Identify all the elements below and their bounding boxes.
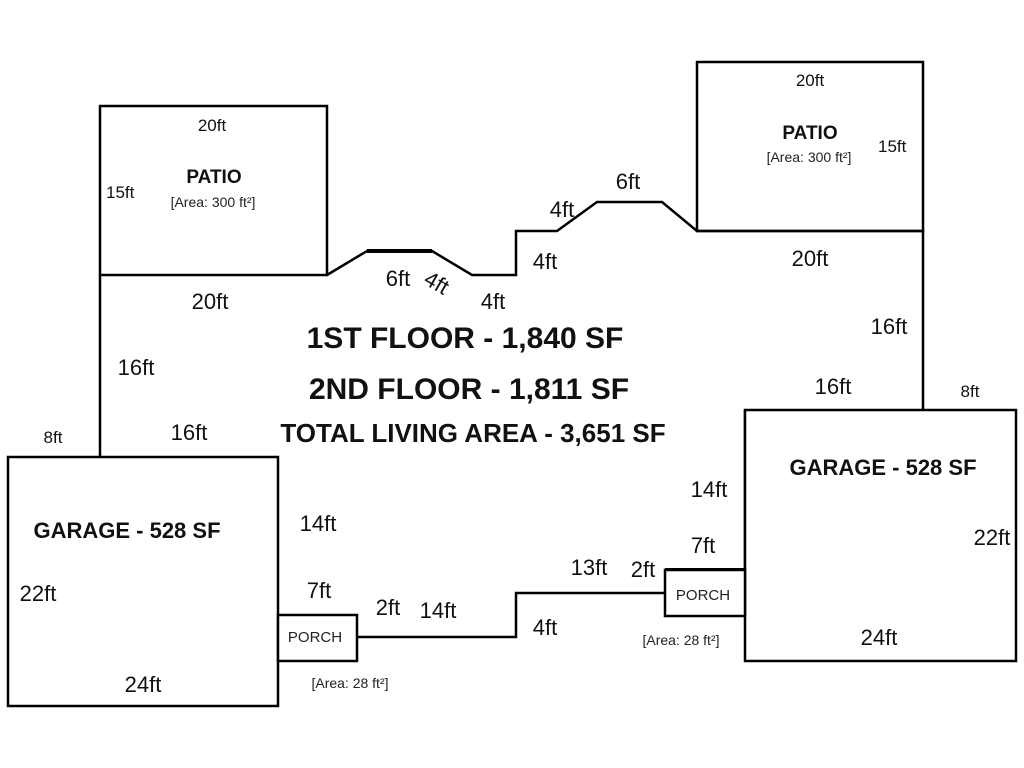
dim-right-16b: 16ft xyxy=(815,374,852,399)
dim-left-16b: 16ft xyxy=(171,420,208,445)
garage-left-name: GARAGE - 528 SF xyxy=(33,518,220,543)
patio-left-width: 20ft xyxy=(198,116,227,135)
patio-right-depth: 15ft xyxy=(878,137,907,156)
patio-right-area: [Area: 300 ft²] xyxy=(767,149,852,165)
dim-bump-4-diag: 4ft xyxy=(420,266,454,300)
porch-left-depth: 2ft xyxy=(376,595,400,620)
dim-top-right-20: 20ft xyxy=(792,246,829,271)
patio-right-outline xyxy=(695,60,925,233)
garage-right-offset: 8ft xyxy=(961,382,980,401)
dim-bottom-14: 14ft xyxy=(420,598,457,623)
dim-bottom-13: 13ft xyxy=(571,555,608,580)
dim-bump-4-c: 4ft xyxy=(550,197,574,222)
dim-right-16a: 16ft xyxy=(871,314,908,339)
house-wall-bottom xyxy=(357,591,665,639)
dim-bottom-4: 4ft xyxy=(533,615,557,640)
dim-bump-6: 6ft xyxy=(386,266,410,291)
garage-left-outline xyxy=(6,455,280,708)
patio-left-name: PATIO xyxy=(186,167,241,188)
summary-total: TOTAL LIVING AREA - 3,651 SF xyxy=(280,418,665,448)
patio-left-depth: 15ft xyxy=(106,183,135,202)
summary-first-floor: 1ST FLOOR - 1,840 SF xyxy=(307,322,624,355)
dim-top-left-20: 20ft xyxy=(192,289,229,314)
porch-left-area: [Area: 28 ft²] xyxy=(311,675,388,691)
garage-right-width: 24ft xyxy=(861,625,898,650)
garage-left-depth: 22ft xyxy=(20,581,57,606)
porch-left-width: 7ft xyxy=(307,578,331,603)
porch-left-outline xyxy=(276,613,359,663)
dim-bump-4-a: 4ft xyxy=(481,289,505,314)
patio-right-width: 20ft xyxy=(796,71,825,90)
garage-left-offset: 8ft xyxy=(44,428,63,447)
patio-left-area: [Area: 300 ft²] xyxy=(171,194,256,210)
porch-right-width: 7ft xyxy=(691,533,715,558)
dim-bump-6-top: 6ft xyxy=(616,169,640,194)
porch-left-name: PORCH xyxy=(288,629,342,646)
porch-right-area: [Area: 28 ft²] xyxy=(642,632,719,648)
garage-right-name: GARAGE - 528 SF xyxy=(789,455,976,480)
summary-second-floor: 2ND FLOOR - 1,811 SF xyxy=(309,373,629,406)
dim-bump-4-b: 4ft xyxy=(533,249,557,274)
garage-right-outline xyxy=(743,408,1018,663)
dim-left-16a: 16ft xyxy=(118,355,155,380)
dim-left-14: 14ft xyxy=(300,511,337,536)
porch-right-name: PORCH xyxy=(676,587,730,604)
garage-right-depth: 22ft xyxy=(974,525,1011,550)
patio-right-name: PATIO xyxy=(782,123,837,144)
dim-right-14: 14ft xyxy=(691,477,728,502)
porch-right-outline xyxy=(663,568,747,618)
patio-left-outline xyxy=(98,104,329,277)
garage-left-width: 24ft xyxy=(125,672,162,697)
porch-right-depth: 2ft xyxy=(631,557,655,582)
